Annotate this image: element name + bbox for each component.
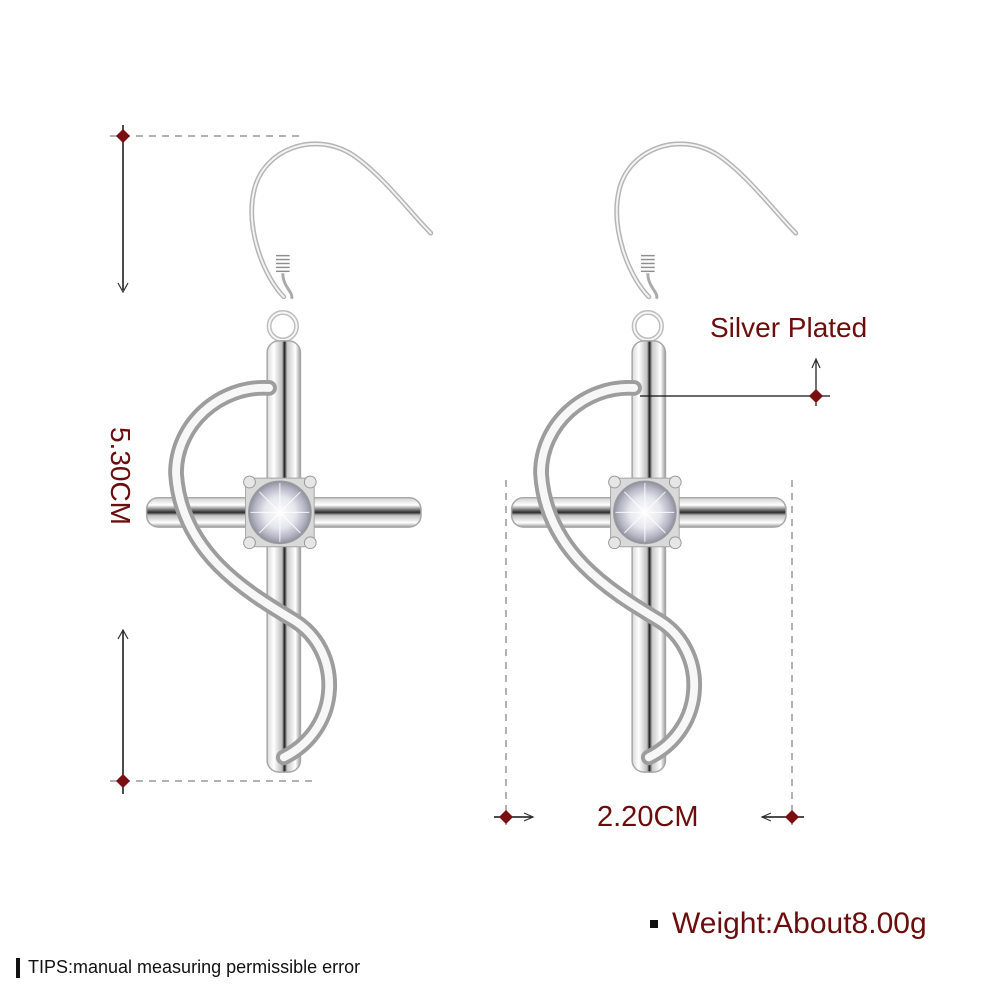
width-label: 2.20CM <box>597 801 699 833</box>
material-label: Silver Plated <box>710 312 868 343</box>
tips-info: TIPS:manual measuring permissible error <box>16 957 360 978</box>
tips-label: TIPS:manual measuring permissible error <box>28 957 361 977</box>
diamond-marker-icon <box>499 810 513 824</box>
diamond-marker-icon <box>785 810 799 824</box>
width-dimension <box>494 480 804 825</box>
material-pointer <box>640 357 830 406</box>
weight-info: Weight:About8.00g <box>650 907 927 941</box>
diamond-marker-icon <box>116 774 130 788</box>
height-dimension <box>110 125 315 794</box>
vertical-bar-icon <box>16 957 20 978</box>
height-label: 5.30CM <box>105 426 136 526</box>
diamond-marker-icon <box>809 389 823 403</box>
left-earring <box>147 144 431 772</box>
diamond-marker-icon <box>116 129 130 143</box>
square-bullet-icon <box>650 920 658 928</box>
weight-label: Weight:About8.00g <box>672 907 927 940</box>
right-earring <box>512 144 796 772</box>
